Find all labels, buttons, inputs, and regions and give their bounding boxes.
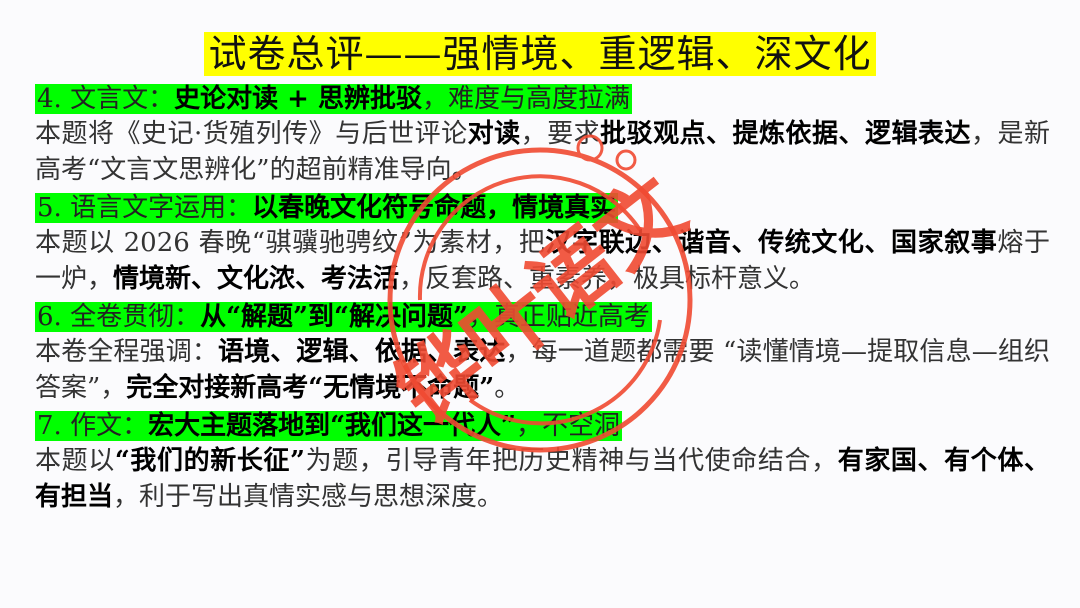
body-segment: 为题，引导青年把历史精神与当代使命结合， <box>304 446 838 476</box>
body-segment: ，反套路、重素养，极具标杆意义。 <box>399 264 816 294</box>
body-segment: 语境、逻辑、依据、表达 <box>217 337 506 367</box>
body-segment: 。 <box>494 373 521 403</box>
heading-segment: ，不空洞 <box>516 411 621 441</box>
section-body: 本题以 2026 春晚“骐骥驰骋纹”为素材，把汉字联边、谐音、传统文化、国家叙事… <box>35 225 1050 297</box>
heading-segment: 史论对读 + 思辨批驳 <box>174 84 422 114</box>
body-segment: 有家国、有个体、有担当 <box>35 446 1050 512</box>
body-segment: 对读 <box>467 119 521 149</box>
body-segment: ，利于写出真情实感与思想深度。 <box>113 482 504 512</box>
heading-segment: 5. 语言文字运用： <box>37 193 253 223</box>
heading-segment: 6. 全卷贯彻： <box>37 302 201 332</box>
body-segment: 本题以 2026 春晚“骐骥驰骋纹”为素材，把 <box>35 228 546 258</box>
section-heading: 7. 作文：宏大主题落地到“我们这一代人”，不空洞 <box>35 411 623 441</box>
section-heading: 5. 语言文字运用：以春晚文化符号命题，情境真实 <box>35 193 619 223</box>
body-segment: 完全对接新高考“无情境不命题” <box>126 373 495 403</box>
body-segment: 情境新、文化浓、考法活 <box>113 264 400 294</box>
heading-segment: 宏大主题落地到“我们这一代人” <box>148 411 516 441</box>
slide-content: 4. 文言文：史论对读 + 思辨批驳，难度与高度拉满本题将《史记·货殖列传》与后… <box>35 82 1050 518</box>
section-heading: 4. 文言文：史论对读 + 思辨批驳，难度与高度拉满 <box>35 84 632 114</box>
slide-title-wrap: 试卷总评——强情境、重逻辑、深文化 <box>0 32 1080 76</box>
body-segment: 批驳观点、提炼依据、逻辑表达 <box>600 119 971 149</box>
body-segment: 本题以 <box>35 446 115 476</box>
body-segment: 本卷全程强调： <box>35 337 218 367</box>
heading-segment: 4. 文言文： <box>37 84 175 114</box>
heading-segment: 以春晚文化符号命题，情境真实 <box>252 193 617 223</box>
section-body: 本题将《史记·货殖列传》与后世评论对读，要求批驳观点、提炼依据、逻辑表达，是新高… <box>35 116 1050 188</box>
body-segment: 熔于一炉， <box>35 228 1050 294</box>
body-segment: ，要求 <box>520 119 601 149</box>
body-segment: 本题将《史记·货殖列传》与后世评论 <box>35 119 468 149</box>
heading-segment: 7. 作文： <box>37 411 149 441</box>
heading-segment: ，难度与高度拉满 <box>421 84 630 114</box>
heading-segment: ，真正贴近高考 <box>467 302 650 332</box>
section-body: 本题以“我们的新长征”为题，引导青年把历史精神与当代使命结合，有家国、有个体、有… <box>35 443 1050 515</box>
body-segment: 汉字联边、谐音、传统文化、国家叙事 <box>545 228 998 258</box>
section-heading: 6. 全卷贯彻：从“解题”到“解决问题”，真正贴近高考 <box>35 302 652 332</box>
slide-title: 试卷总评——强情境、重逻辑、深文化 <box>204 32 876 76</box>
heading-segment: 从“解题”到“解决问题” <box>200 302 468 332</box>
section-body: 本卷全程强调：语境、逻辑、依据、表达，每一道题都需要 “读懂情境—提取信息—组织… <box>35 334 1050 406</box>
body-segment: “我们的新长征” <box>114 446 305 476</box>
